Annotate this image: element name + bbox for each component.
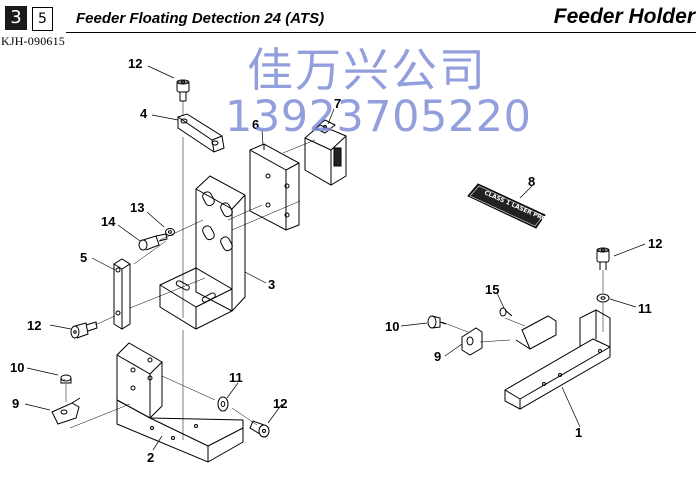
callout-2: 2 [147, 450, 154, 465]
washer-11-bottom [217, 396, 229, 412]
callout-15: 15 [485, 282, 499, 297]
laser-label-8 [467, 183, 546, 229]
sensor-7 [304, 119, 347, 186]
laser-label-text: CLASS 1 LASER PRODUCT [483, 189, 565, 231]
clip-9-right [461, 327, 483, 356]
callout-7: 7 [334, 96, 341, 111]
watermark-phone: 13923705220 [225, 92, 532, 142]
header-rule [66, 32, 696, 33]
callout-12-bottom: 12 [273, 396, 287, 411]
callout-9-left: 9 [12, 396, 19, 411]
section-title: Feeder Holder [553, 5, 695, 28]
feeder-holder-1 [504, 309, 611, 410]
screw-15 [499, 307, 513, 317]
page-number-box: 5 [32, 7, 53, 31]
callout-11-right: 11 [638, 301, 652, 316]
callout-9-right: 9 [434, 349, 441, 364]
callout-12-left: 12 [27, 318, 41, 333]
screw-12-top [176, 79, 190, 102]
plate-4 [177, 113, 225, 153]
callout-13: 13 [130, 200, 144, 215]
callout-3: 3 [268, 277, 275, 292]
document-id: KJH-090615 [1, 34, 65, 48]
callout-1: 1 [575, 425, 582, 440]
screw-12-left [70, 321, 98, 339]
callout-8: 8 [528, 174, 535, 189]
callout-12-right: 12 [648, 236, 662, 251]
screw-10-left: × [60, 374, 72, 384]
callout-14: 14 [101, 214, 116, 229]
washer-11-right [596, 293, 610, 303]
bar-5 [113, 258, 131, 330]
clip-9-left [51, 397, 81, 425]
callout-leaders [24, 65, 646, 451]
bracket-2 [116, 342, 244, 463]
callout-4: 4 [140, 106, 148, 121]
watermark-company: 佳万兴公司 [247, 43, 487, 97]
callout-10-right: 10 [385, 319, 399, 334]
callout-6: 6 [252, 117, 259, 132]
washer-13 [165, 228, 175, 236]
page-header: 3 5 Feeder Floating Detection 24 (ATS) F… [0, 0, 700, 34]
bracket-3 [159, 175, 246, 330]
callout-11-bottom: 11 [229, 370, 243, 385]
plate-6 [249, 143, 300, 231]
chapter-number-box: 3 [5, 6, 27, 30]
callout-10-left: 10 [10, 360, 24, 375]
callout-12-top: 12 [128, 56, 142, 71]
page-title: Feeder Floating Detection 24 (ATS) [76, 10, 325, 27]
svg-text:×: × [63, 377, 66, 382]
screw-12-right [596, 247, 610, 270]
callout-5: 5 [80, 250, 87, 265]
screw-10-right [427, 315, 447, 329]
screw-12-bottom [249, 420, 270, 438]
screw-14 [138, 233, 168, 251]
